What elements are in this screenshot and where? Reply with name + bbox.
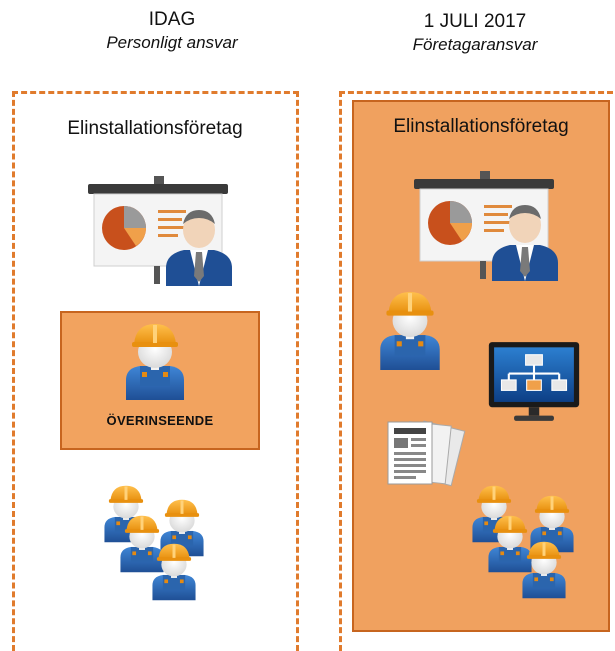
worker-group-icon xyxy=(468,484,588,604)
right-company-panel xyxy=(339,91,613,651)
left-company-panel xyxy=(12,91,299,651)
manager-presentation-icon xyxy=(86,176,236,286)
left-column-heading: IDAG Personligt ansvar xyxy=(52,8,292,54)
right-column-subtitle: Företagaransvar xyxy=(412,35,538,54)
documents-icon xyxy=(380,416,470,496)
right-company-label: Elinstallationsföretag xyxy=(393,116,569,137)
worker-icon xyxy=(120,322,190,402)
worker-icon xyxy=(374,290,446,372)
left-company-label: Elinstallationsföretag xyxy=(67,118,243,139)
left-column-subtitle: Personligt ansvar xyxy=(106,33,238,52)
right-column-heading: 1 JULI 2017 Företagaransvar xyxy=(355,10,595,56)
oversight-label: ÖVERINSEENDE xyxy=(106,413,214,428)
left-column-title: IDAG xyxy=(148,9,196,30)
right-column-title: 1 JULI 2017 xyxy=(423,11,527,32)
monitor-flowchart-icon xyxy=(486,340,582,424)
worker-group-icon xyxy=(100,484,220,604)
oversight-box xyxy=(60,311,260,450)
manager-presentation-icon xyxy=(412,171,562,281)
